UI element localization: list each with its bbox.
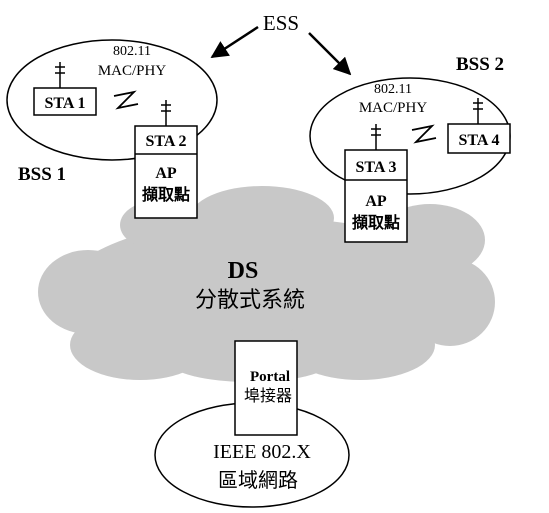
wireless-link-icon [113,90,139,110]
ap1-sublabel: 擷取點 [142,185,190,204]
bss2-label: BSS 2 [456,54,504,75]
bss1-standard-label: 802.11 [113,44,151,59]
ds-sublabel: 分散式系統 [195,287,305,312]
portal-sublabel: 埠接器 [244,387,292,405]
sta2-label: STA 2 [145,133,186,150]
ap2-label: AP [365,193,387,210]
sta1-label: STA 1 [44,95,85,112]
ap1-label: AP [155,165,177,182]
sta4-box [447,123,511,154]
ap2-sublabel: 擷取點 [352,213,400,232]
bss2-layer-label: MAC/PHY [359,100,428,116]
sta3-ap-box [344,149,408,243]
ess-arrow-to-bss2 [308,32,352,76]
bss1-layer-label: MAC/PHY [98,63,167,79]
ds-label: DS [228,258,259,284]
bss2-group: BSS 2 802.11 MAC/PHY STA 4 STA 3 AP 擷取點 [309,54,511,243]
bss1-group: 802.11 MAC/PHY STA 1 STA 2 AP 擷取點 BSS 1 [6,39,218,219]
antenna-icon [161,100,171,126]
antenna-icon [371,124,381,150]
sta3-label: STA 3 [355,159,396,176]
bss1-label: BSS 1 [18,164,66,185]
wireless-link-icon [411,124,437,144]
ess-arrow-to-bss1 [210,25,259,59]
lan-sublabel: 區域網路 [218,469,298,492]
portal-box [234,340,298,436]
bss2-standard-label: 802.11 [374,82,412,97]
sta2-ap-box [134,125,198,219]
portal-label: Portal [250,369,290,385]
antenna-icon [473,98,483,124]
lan-label: IEEE 802.X [213,441,311,463]
sta4-label: STA 4 [458,132,499,149]
antenna-icon [55,62,65,88]
ess-label: ESS [263,11,299,35]
sta1-box [33,87,97,116]
